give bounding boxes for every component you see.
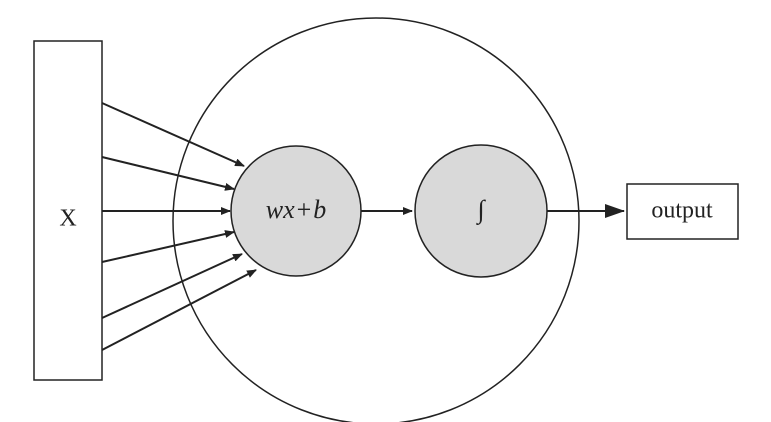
input-arrow-6	[101, 269, 257, 351]
linear-node-label-b: b	[313, 195, 326, 224]
output-box	[626, 183, 739, 240]
input-arrow-4	[101, 230, 235, 263]
linear-node-label-x: x	[282, 195, 295, 224]
linear-node-label-w: w	[266, 195, 284, 224]
input-label: X	[59, 206, 76, 232]
linear-node-label-plus: +	[297, 195, 312, 224]
input-arrow-1	[101, 102, 245, 167]
input-arrows	[101, 102, 257, 351]
activation-node-label: ∫	[475, 195, 486, 225]
linear-node-label: wx+b	[266, 195, 327, 224]
neuron-boundary-circle	[172, 17, 580, 422]
output-label: output	[651, 198, 713, 224]
input-arrow-2	[101, 156, 235, 191]
input-arrow-5	[101, 253, 243, 319]
